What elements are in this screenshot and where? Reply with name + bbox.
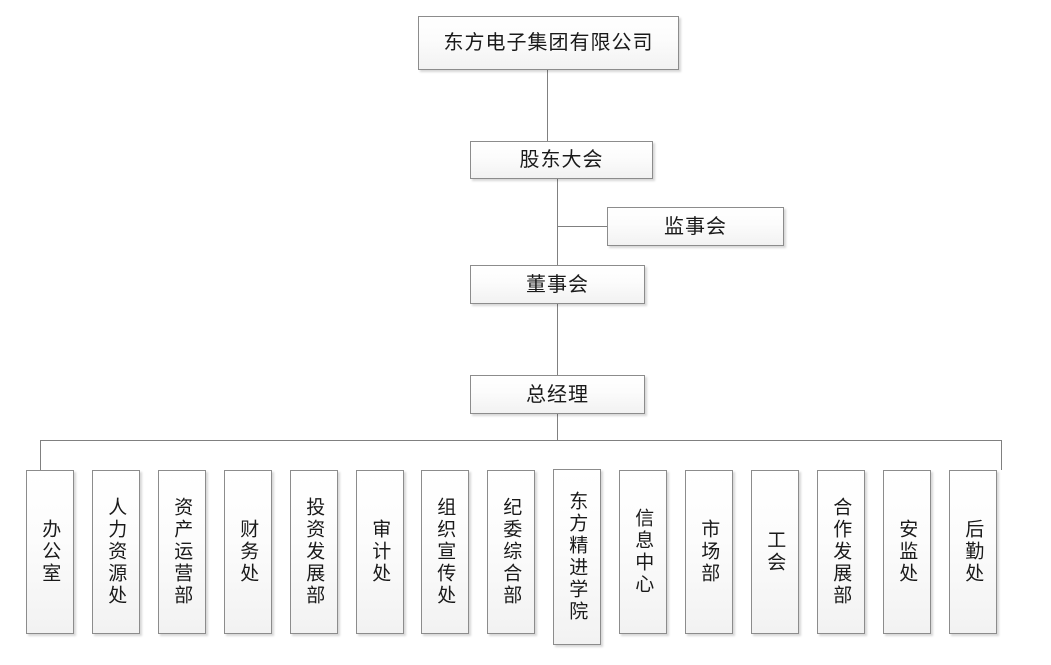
department-node-label: 资产运营部	[171, 497, 194, 607]
department-node-label: 组织宣传处	[434, 497, 457, 607]
node-shareholders-meeting-label: 股东大会	[519, 147, 604, 172]
department-node-label: 信息中心	[632, 508, 655, 596]
department-node-label: 审计处	[369, 519, 392, 585]
department-node-label: 合作发展部	[830, 497, 853, 607]
connector-manager-to-bus	[557, 413, 558, 440]
department-node-15[interactable]: 后勤处	[949, 470, 997, 634]
department-node-11[interactable]: 市场部	[685, 470, 733, 634]
department-node-label: 财务处	[237, 519, 260, 585]
department-node-label: 后勤处	[962, 519, 985, 585]
department-node-9[interactable]: 东方精进学院	[553, 469, 601, 645]
department-node-label: 安监处	[896, 519, 919, 585]
node-board-of-directors[interactable]: 董事会	[470, 265, 645, 304]
department-node-label: 东方精进学院	[566, 491, 589, 623]
department-node-label: 办公室	[39, 519, 62, 585]
department-node-label: 工会	[764, 530, 787, 574]
department-node-1[interactable]: 办公室	[26, 470, 74, 634]
department-node-7[interactable]: 组织宣传处	[421, 470, 469, 634]
node-general-manager-label: 总经理	[526, 381, 589, 406]
department-node-label: 市场部	[698, 519, 721, 585]
department-node-12[interactable]: 工会	[751, 470, 799, 634]
department-node-13[interactable]: 合作发展部	[817, 470, 865, 634]
department-node-3[interactable]: 资产运营部	[158, 470, 206, 634]
department-node-6[interactable]: 审计处	[356, 470, 404, 634]
department-node-4[interactable]: 财务处	[224, 470, 272, 634]
department-node-8[interactable]: 纪委综合部	[487, 470, 535, 634]
node-board-of-supervisors[interactable]: 监事会	[607, 207, 784, 246]
node-company-label: 东方电子集团有限公司	[443, 30, 654, 55]
connector-bus-to-last-department	[1001, 440, 1002, 470]
department-node-10[interactable]: 信息中心	[619, 470, 667, 634]
node-shareholders-meeting[interactable]: 股东大会	[470, 141, 653, 179]
connector-company-to-shareholders	[547, 69, 548, 141]
node-general-manager[interactable]: 总经理	[470, 375, 645, 414]
department-node-2[interactable]: 人力资源处	[92, 470, 140, 634]
connector-bus-to-first-department	[40, 440, 41, 470]
department-node-14[interactable]: 安监处	[883, 470, 931, 634]
connector-shareholders-to-board	[557, 178, 558, 265]
connector-department-bus	[40, 440, 1002, 441]
department-node-label: 人力资源处	[105, 497, 128, 607]
node-company[interactable]: 东方电子集团有限公司	[418, 16, 679, 70]
department-node-label: 纪委综合部	[500, 497, 523, 607]
node-board-of-supervisors-label: 监事会	[664, 213, 727, 238]
department-node-label: 投资发展部	[303, 497, 326, 607]
department-node-5[interactable]: 投资发展部	[290, 470, 338, 634]
node-board-of-directors-label: 董事会	[526, 271, 589, 296]
connector-board-to-manager	[557, 303, 558, 375]
connector-shareholders-to-supervisors	[557, 226, 607, 227]
